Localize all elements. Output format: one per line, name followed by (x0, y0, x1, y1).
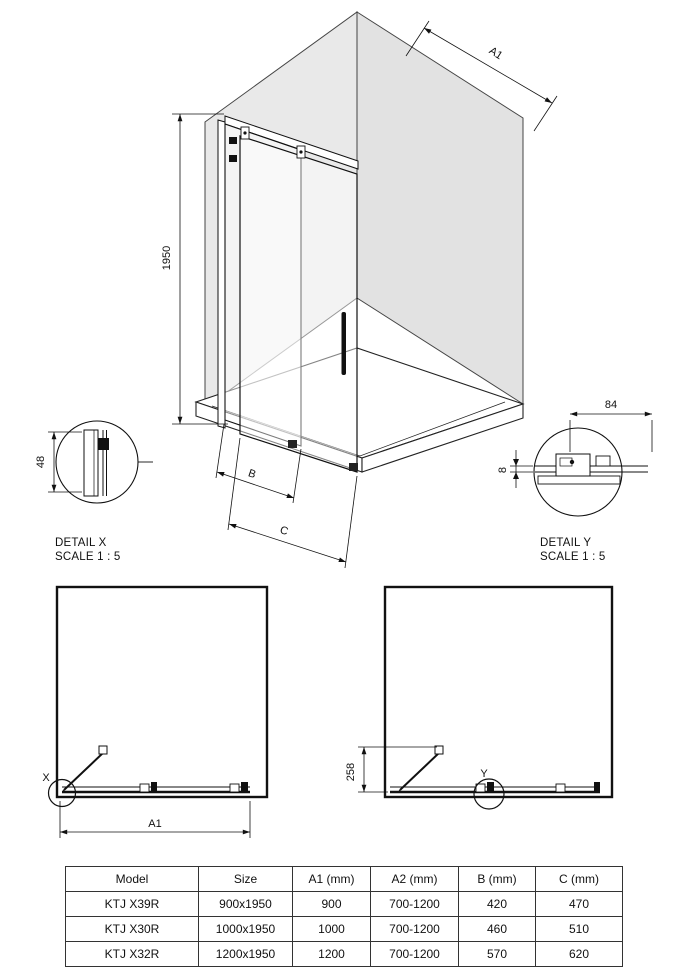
dim-height-label: 1950 (161, 246, 173, 270)
wall-bracket (229, 155, 237, 162)
drawing-canvas: 1950 A1 B C 48 DETAIL X SCALE 1 : 5 (35, 11, 653, 838)
dim-8-label: 8 (497, 467, 509, 473)
cell-c: 510 (535, 916, 623, 942)
col-header-a1: A1 (mm) (292, 866, 371, 892)
dim-c-label: C (278, 524, 289, 538)
table-row: KTJ X32R 1200x1950 1200 700-1200 570 620 (65, 941, 623, 967)
iso-view: 1950 A1 B C (161, 11, 558, 569)
bottom-guide (349, 463, 358, 471)
wall-bracket (229, 137, 237, 144)
detail-y-rail-section (535, 453, 648, 485)
cell-c: 620 (535, 941, 623, 967)
callout-y-label: Y (480, 768, 488, 780)
plan-left-hardware (62, 745, 250, 794)
detail-x-callout (47, 778, 77, 808)
roller-axle (243, 131, 247, 135)
cell-model: KTJ X30R (65, 916, 199, 942)
dim-width-label: A1 (487, 45, 505, 62)
plan-left-outline (55, 585, 269, 799)
cell-a1: 1200 (292, 941, 371, 967)
cell-size: 1200x1950 (198, 941, 293, 967)
cell-a2: 700-1200 (370, 916, 459, 942)
detail-x-circle (55, 420, 139, 504)
plan-right-hardware (390, 745, 600, 794)
detail-x-view: 48 DETAIL X SCALE 1 : 5 (35, 420, 153, 563)
callout-x-label: X (42, 772, 50, 784)
plan-view-right: Y 258 (345, 585, 614, 810)
plan-258-label: 258 (345, 763, 357, 781)
dim-b-label: B (247, 467, 258, 481)
table-row: KTJ X30R 1000x1950 1000 700-1200 460 510 (65, 916, 623, 942)
top-rail (224, 115, 359, 170)
cell-a2: 700-1200 (370, 891, 459, 917)
dim-8-arrow (513, 459, 519, 466)
detail-y-scale: SCALE 1 : 5 (540, 551, 605, 563)
plan-right-dimension (358, 746, 437, 793)
right-wall (356, 11, 524, 405)
sliding-door-panel (239, 135, 358, 473)
cell-c: 470 (535, 891, 623, 917)
dim-84-label: 84 (605, 399, 617, 411)
glass-door-unit (217, 115, 359, 473)
plan-left-dimension (59, 801, 251, 838)
roller-axle (299, 150, 303, 154)
detail-x-title: DETAIL X (55, 537, 107, 549)
detail-x-dimension (48, 431, 82, 493)
plan-a1-label: A1 (148, 818, 161, 830)
cell-b: 420 (458, 891, 536, 917)
cell-a1: 1000 (292, 916, 371, 942)
col-header-b: B (mm) (458, 866, 536, 892)
col-header-a2: A2 (mm) (370, 866, 459, 892)
detail-y-callout (473, 778, 505, 810)
cell-model: KTJ X39R (65, 891, 199, 917)
wall-profile (217, 119, 226, 429)
cell-a1: 900 (292, 891, 371, 917)
cell-size: 1000x1950 (198, 916, 293, 942)
bottom-guide (288, 440, 297, 448)
detail-y-title: DETAIL Y (540, 537, 591, 549)
detail-y-dimensions (510, 411, 653, 488)
detail-x-scale: SCALE 1 : 5 (55, 551, 120, 563)
iso-dimension-lines (172, 20, 558, 569)
cell-b: 570 (458, 941, 536, 967)
door-handle (341, 312, 346, 375)
detail-x-profile-section (83, 429, 109, 497)
spec-table: Model Size A1 (mm) A2 (mm) B (mm) C (mm)… (65, 866, 623, 967)
dim-8-arrow (513, 472, 519, 479)
col-header-model: Model (65, 866, 199, 892)
cell-size: 900x1950 (198, 891, 293, 917)
col-header-c: C (mm) (535, 866, 623, 892)
dim-48-label: 48 (35, 456, 47, 468)
plan-view-left: X A1 (42, 585, 269, 838)
cell-a2: 700-1200 (370, 941, 459, 967)
detail-y-view: 84 8 DETAIL Y SCALE 1 : 5 (497, 399, 653, 563)
table-header-row: Model Size A1 (mm) A2 (mm) B (mm) C (mm) (65, 866, 623, 892)
fixed-glass-panel (224, 123, 302, 447)
table-row: KTJ X39R 900x1950 900 700-1200 420 470 (65, 891, 623, 917)
cell-b: 460 (458, 916, 536, 942)
plan-right-outline (383, 585, 614, 799)
cell-model: KTJ X32R (65, 941, 199, 967)
col-header-size: Size (198, 866, 293, 892)
